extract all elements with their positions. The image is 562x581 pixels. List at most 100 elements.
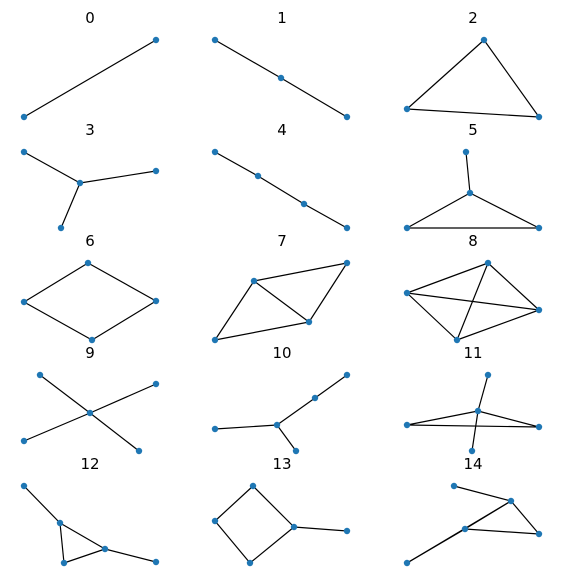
graph-panel-12: 12 [20,455,160,567]
graph-title: 9 [85,344,95,362]
node-4-0 [211,148,219,156]
graph-title: 0 [85,9,95,27]
graph-title: 12 [80,455,99,473]
edge-9-1 [89,383,157,414]
node-9-1 [152,380,160,388]
graph-panel-2: 2 [403,9,543,121]
node-4-3 [343,224,351,232]
node-14-0 [450,482,458,490]
graph-panel-3: 3 [20,121,160,232]
node-11-4 [468,447,476,455]
graph-panel-0: 0 [20,9,160,121]
graph-title: 4 [277,121,287,139]
node-0-1 [152,36,160,44]
edge-8-5 [456,309,540,341]
graph-panel-10: 10 [211,344,351,455]
node-6-3 [20,298,28,306]
node-10-3 [211,425,219,433]
edge-13-4 [293,526,348,532]
edge-9-0 [39,374,91,414]
edge-4-0 [214,151,259,177]
graph-title: 14 [463,455,482,473]
graph-panel-14: 14 [403,455,543,567]
node-14-2 [461,525,469,533]
edge-14-3 [510,500,540,535]
edge-2-1 [406,108,540,118]
edge-10-0 [314,374,348,399]
edge-9-2 [23,412,91,442]
node-14-4 [403,559,411,567]
edge-11-3 [406,410,479,426]
node-8-2 [453,336,461,344]
node-10-1 [311,394,319,402]
graph-panel-9: 9 [20,344,160,455]
edge-14-5 [406,528,466,564]
node-7-0 [250,277,258,285]
edge-10-3 [276,424,297,452]
node-6-2 [88,336,96,344]
node-9-3 [135,447,143,455]
edge-1-1 [280,77,348,118]
edge-9-3 [89,412,140,452]
node-14-3 [535,530,543,538]
node-4-1 [254,172,262,180]
edge-2-2 [406,39,485,110]
edge-6-0 [87,262,157,302]
node-3-0 [20,148,28,156]
node-13-2 [246,559,254,567]
edge-10-2 [214,424,278,430]
node-2-2 [403,105,411,113]
edge-3-2 [60,182,81,229]
edge-5-3 [406,192,471,229]
graph-panel-6: 6 [20,232,160,344]
node-7-3 [211,336,219,344]
node-8-3 [535,306,543,314]
edge-11-0 [477,374,489,412]
node-10-4 [292,447,300,455]
edge-6-3 [23,262,89,303]
edge-7-0 [253,262,348,282]
edge-4-2 [303,203,348,229]
node-5-3 [403,224,411,232]
edge-13-2 [214,520,251,564]
graph-panel-1: 1 [211,9,351,121]
graph-title: 6 [85,232,95,250]
node-12-1 [56,519,64,527]
node-13-4 [343,527,351,535]
graph-title: 2 [468,9,478,27]
edge-5-0 [465,151,471,194]
edge-5-1 [469,192,540,229]
node-11-1 [474,407,482,415]
node-1-2 [343,113,351,121]
edge-3-0 [23,151,81,184]
edge-13-0 [252,485,295,528]
graph-panel-7: 7 [211,232,351,344]
node-9-0 [36,371,44,379]
node-11-3 [403,421,411,429]
graph-panel-4: 4 [211,121,351,232]
node-0-0 [20,113,28,121]
node-11-0 [484,371,492,379]
edge-6-1 [91,300,157,341]
edge-7-3 [214,280,255,341]
edge-13-3 [214,485,254,522]
edge-8-0 [406,262,489,294]
edge-1-0 [214,39,282,79]
node-13-1 [290,523,298,531]
node-9-4 [86,409,94,417]
node-5-2 [535,224,543,232]
edge-6-2 [23,301,93,341]
edge-4-1 [257,175,305,205]
node-3-3 [57,224,65,232]
node-6-1 [152,297,160,305]
edge-12-1 [59,522,106,550]
graph-title: 8 [468,232,478,250]
node-12-2 [101,545,109,553]
edge-13-1 [249,526,295,564]
node-1-0 [211,36,219,44]
edge-10-1 [276,397,316,426]
edge-12-0 [23,485,61,524]
graph-panel-11: 11 [403,344,543,455]
graph-title: 1 [277,9,287,27]
graph-title: 7 [277,232,287,250]
